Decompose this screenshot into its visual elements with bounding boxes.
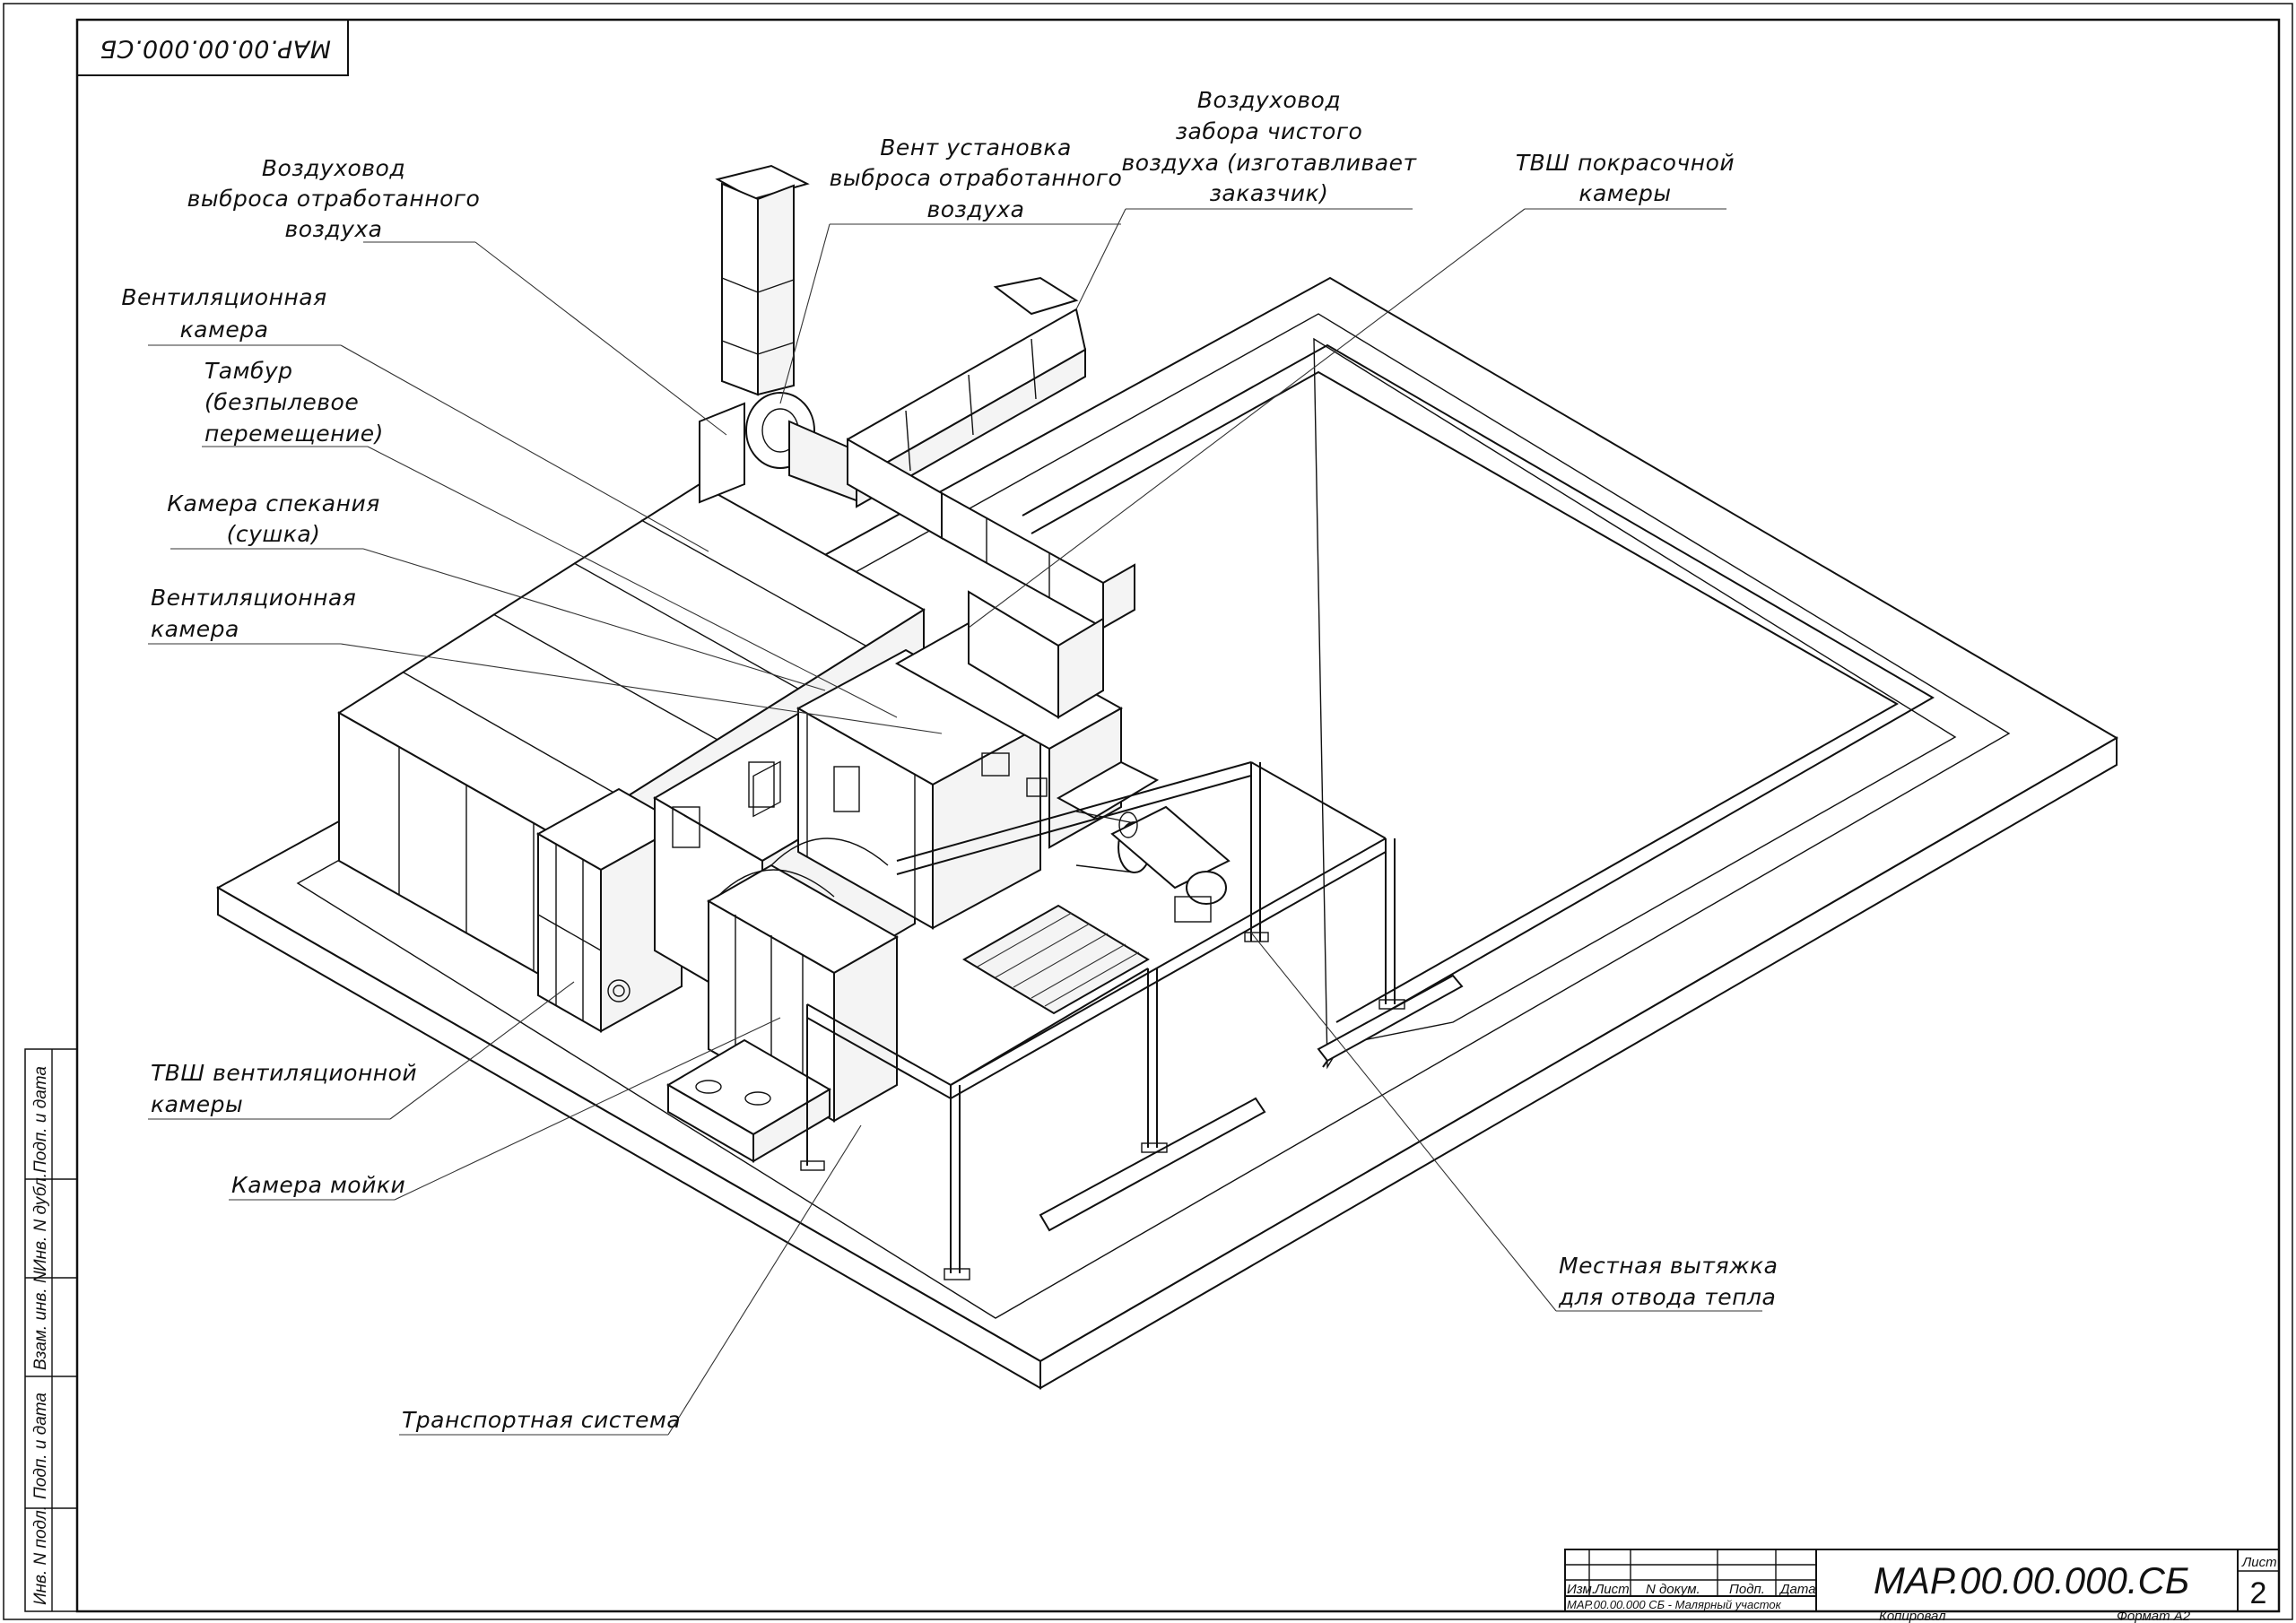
- callout-vent-chamber-top: Вентиляционная камера: [121, 284, 326, 343]
- callout-vestibule-l2: (безпылевое: [204, 389, 359, 415]
- callout-paint-booth-heater-l2: камеры: [1578, 180, 1671, 206]
- side-strip: Инв. N подл. Подп. и дата Взам. инв. N И…: [24, 1048, 78, 1612]
- callout-vent-chamber-heater-l1: ТВШ вентиляционной: [151, 1060, 417, 1086]
- callout-exhaust-fan: Вент установка выброса отработанного воз…: [830, 135, 1123, 222]
- callout-washing-chamber-l1: Камера мойки: [231, 1172, 405, 1198]
- callout-exhaust-fan-l1: Вент установка: [880, 135, 1072, 161]
- callout-exhaust-fan-l3: воздуха: [926, 196, 1024, 222]
- callout-vent-chamber-mid-l1: Вентиляционная: [151, 585, 356, 611]
- callout-paint-booth-heater: ТВШ покрасочной камеры: [1516, 150, 1735, 206]
- tb-col-izm: Изм.: [1567, 1582, 1596, 1597]
- callout-curing-chamber: Камера спекания (сушка): [167, 490, 379, 547]
- callout-intake-duct-l1: Воздуховод: [1197, 87, 1341, 113]
- callout-curing-chamber-l1: Камера спекания: [167, 490, 379, 516]
- callout-intake-duct-l3: воздуха (изготавливает: [1121, 150, 1417, 176]
- callout-intake-duct-l4: заказчик): [1210, 180, 1329, 206]
- transport-system: [800, 761, 1405, 1280]
- callout-vestibule: Тамбур (безпылевое перемещение): [204, 358, 384, 447]
- callout-paint-booth-heater-l1: ТВШ покрасочной: [1516, 150, 1735, 176]
- callout-vent-chamber-top-l2: камера: [180, 317, 269, 343]
- side-label-vzam: Взам. инв. N: [31, 1271, 50, 1370]
- title-block: Изм. Лист N докум. Подп. Дата МАР.00.00.…: [1564, 1549, 2280, 1623]
- callout-vent-chamber-top-l1: Вентиляционная: [121, 284, 326, 310]
- callout-transport-system: Транспортная система: [402, 1407, 681, 1433]
- tb-col-sign: Подп.: [1729, 1582, 1765, 1597]
- callout-vent-chamber-mid: Вентиляционная камера: [151, 585, 356, 642]
- callout-transport-system-l1: Транспортная система: [402, 1407, 681, 1433]
- tb-doc-caption: МАР.00.00.000 СБ - Малярный участок: [1567, 1598, 1782, 1611]
- exhaust-duct: [699, 164, 862, 504]
- top-stamp-code: МАР.00.00.000.СБ: [100, 35, 331, 63]
- floor-rails: [1039, 974, 1464, 1232]
- callout-exhaust-duct-l3: воздуха: [284, 216, 382, 242]
- side-label-podp-data-2: Подп. и дата: [31, 1066, 50, 1173]
- callout-local-exhaust: Местная вытяжка для отвода тепла: [1558, 1253, 1778, 1310]
- intake-duct: [846, 276, 1135, 719]
- callout-exhaust-fan-l2: выброса отработанного: [830, 165, 1123, 191]
- callout-local-exhaust-l2: для отвода тепла: [1558, 1284, 1776, 1310]
- leader-lines: [148, 208, 1762, 1436]
- callout-exhaust-duct: Воздуховод выброса отработанного воздуха: [187, 155, 481, 242]
- outer-frame: [3, 3, 2293, 1620]
- tb-sheet-label: Лист: [2241, 1555, 2277, 1570]
- callout-vent-chamber-heater-l2: камеры: [151, 1091, 243, 1117]
- conveyor-slats: [962, 904, 1150, 1015]
- tb-col-list: Лист: [1594, 1582, 1630, 1597]
- washing-tank: [666, 1038, 831, 1163]
- side-label-inv-podl: Инв. N подл.: [31, 1506, 50, 1605]
- callout-vent-chamber-mid-l2: камера: [151, 616, 239, 642]
- callout-curing-chamber-l2: (сушка): [227, 521, 321, 547]
- callout-exhaust-duct-l1: Воздуховод: [262, 155, 405, 181]
- callout-vent-chamber-heater: ТВШ вентиляционной камеры: [151, 1060, 417, 1117]
- callout-vestibule-l3: перемещение): [204, 421, 384, 447]
- tb-copied: Копировал: [1879, 1609, 1946, 1623]
- side-label-podp-data-1: Подп. и дата: [31, 1393, 50, 1499]
- callout-washing-chamber: Камера мойки: [231, 1172, 405, 1198]
- tb-code: МАР.00.00.000.СБ: [1874, 1559, 2189, 1601]
- callout-exhaust-duct-l2: выброса отработанного: [187, 186, 481, 212]
- side-label-inv-dubl: Инв. N дубл.: [31, 1173, 50, 1271]
- tb-format: Формат А2: [2117, 1609, 2191, 1623]
- paint-booth-block: [748, 648, 1043, 930]
- callout-local-exhaust-l1: Местная вытяжка: [1559, 1253, 1778, 1279]
- top-stamp: МАР.00.00.000.СБ: [76, 19, 349, 76]
- local-exhaust-pipe: [1110, 805, 1231, 923]
- drawing-frame: [75, 18, 2281, 1613]
- callout-intake-duct-l2: забора чистого: [1176, 118, 1363, 144]
- tb-col-doc: N докум.: [1646, 1582, 1700, 1597]
- tb-sheet-number: 2: [2250, 1576, 2267, 1610]
- callout-vestibule-l1: Тамбур: [204, 358, 293, 384]
- tb-col-date: Дата: [1779, 1582, 1816, 1597]
- callout-intake-duct: Воздуховод забора чистого воздуха (изгот…: [1121, 87, 1417, 206]
